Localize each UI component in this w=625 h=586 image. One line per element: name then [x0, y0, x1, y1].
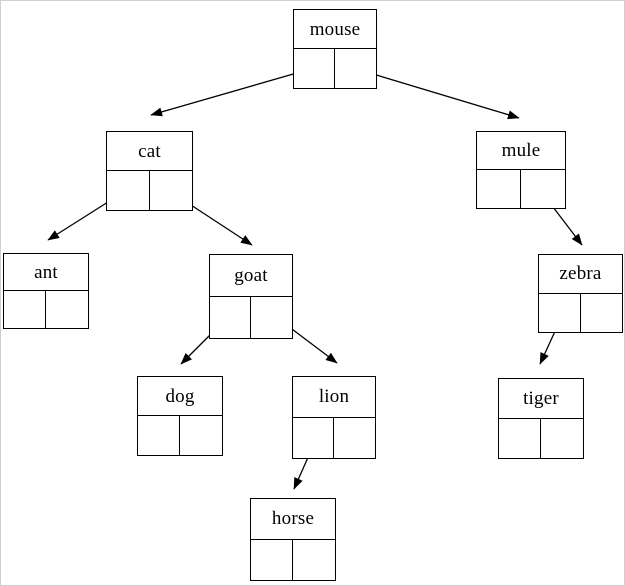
tree-node-goat: goat	[209, 254, 293, 339]
right-child-pointer-cell	[251, 297, 292, 339]
tree-node-ant: ant	[3, 253, 89, 329]
tree-node-pointer-row	[539, 293, 623, 333]
tree-edge-mouse-to-mule	[352, 67, 520, 120]
tree-node-cat: cat	[106, 131, 193, 211]
tree-node-tiger: tiger	[498, 378, 584, 459]
tree-node-label: mouse	[294, 10, 376, 49]
tree-node-pointer-row	[4, 291, 88, 328]
tree-node-pointer-row	[499, 418, 583, 459]
right-child-pointer-cell	[150, 171, 193, 210]
tree-node-mule: mule	[476, 131, 566, 209]
right-child-pointer-cell	[335, 49, 376, 88]
tree-node-pointer-row	[138, 416, 222, 455]
tree-node-label: dog	[138, 377, 222, 416]
left-child-pointer-cell	[499, 418, 541, 458]
right-child-pointer-cell	[293, 540, 335, 581]
tree-node-dog: dog	[137, 376, 223, 456]
tree-node-pointer-row	[293, 417, 375, 459]
left-child-pointer-cell	[293, 417, 334, 458]
left-child-pointer-cell	[210, 296, 251, 338]
tree-node-pointer-row	[477, 170, 565, 208]
right-child-pointer-cell	[334, 418, 375, 459]
tree-node-mouse: mouse	[293, 9, 377, 89]
tree-node-label: horse	[251, 499, 335, 540]
tree-node-pointer-row	[251, 539, 335, 581]
tree-node-label: goat	[210, 255, 292, 297]
left-child-pointer-cell	[539, 293, 581, 332]
tree-node-label: lion	[293, 377, 375, 418]
tree-node-lion: lion	[292, 376, 376, 459]
tree-node-zebra: zebra	[538, 254, 623, 333]
tree-node-label: cat	[107, 132, 192, 171]
right-child-pointer-cell	[581, 294, 623, 333]
left-child-pointer-cell	[477, 170, 521, 208]
tree-node-horse: horse	[250, 498, 336, 581]
right-child-pointer-cell	[180, 416, 222, 455]
tree-node-pointer-row	[210, 296, 292, 339]
right-child-pointer-cell	[541, 419, 583, 459]
tree-node-pointer-row	[294, 49, 376, 88]
right-child-pointer-cell	[46, 291, 88, 328]
tree-node-pointer-row	[107, 171, 192, 210]
tree-node-label: tiger	[499, 379, 583, 419]
tree-node-label: mule	[477, 132, 565, 170]
tree-node-label: ant	[4, 254, 88, 291]
left-child-pointer-cell	[4, 291, 46, 328]
tree-edge-mouse-to-cat	[150, 67, 315, 117]
left-child-pointer-cell	[294, 49, 335, 88]
right-child-pointer-cell	[521, 170, 565, 208]
left-child-pointer-cell	[107, 171, 150, 210]
left-child-pointer-cell	[251, 539, 293, 580]
tree-node-label: zebra	[539, 255, 622, 294]
left-child-pointer-cell	[138, 416, 180, 455]
